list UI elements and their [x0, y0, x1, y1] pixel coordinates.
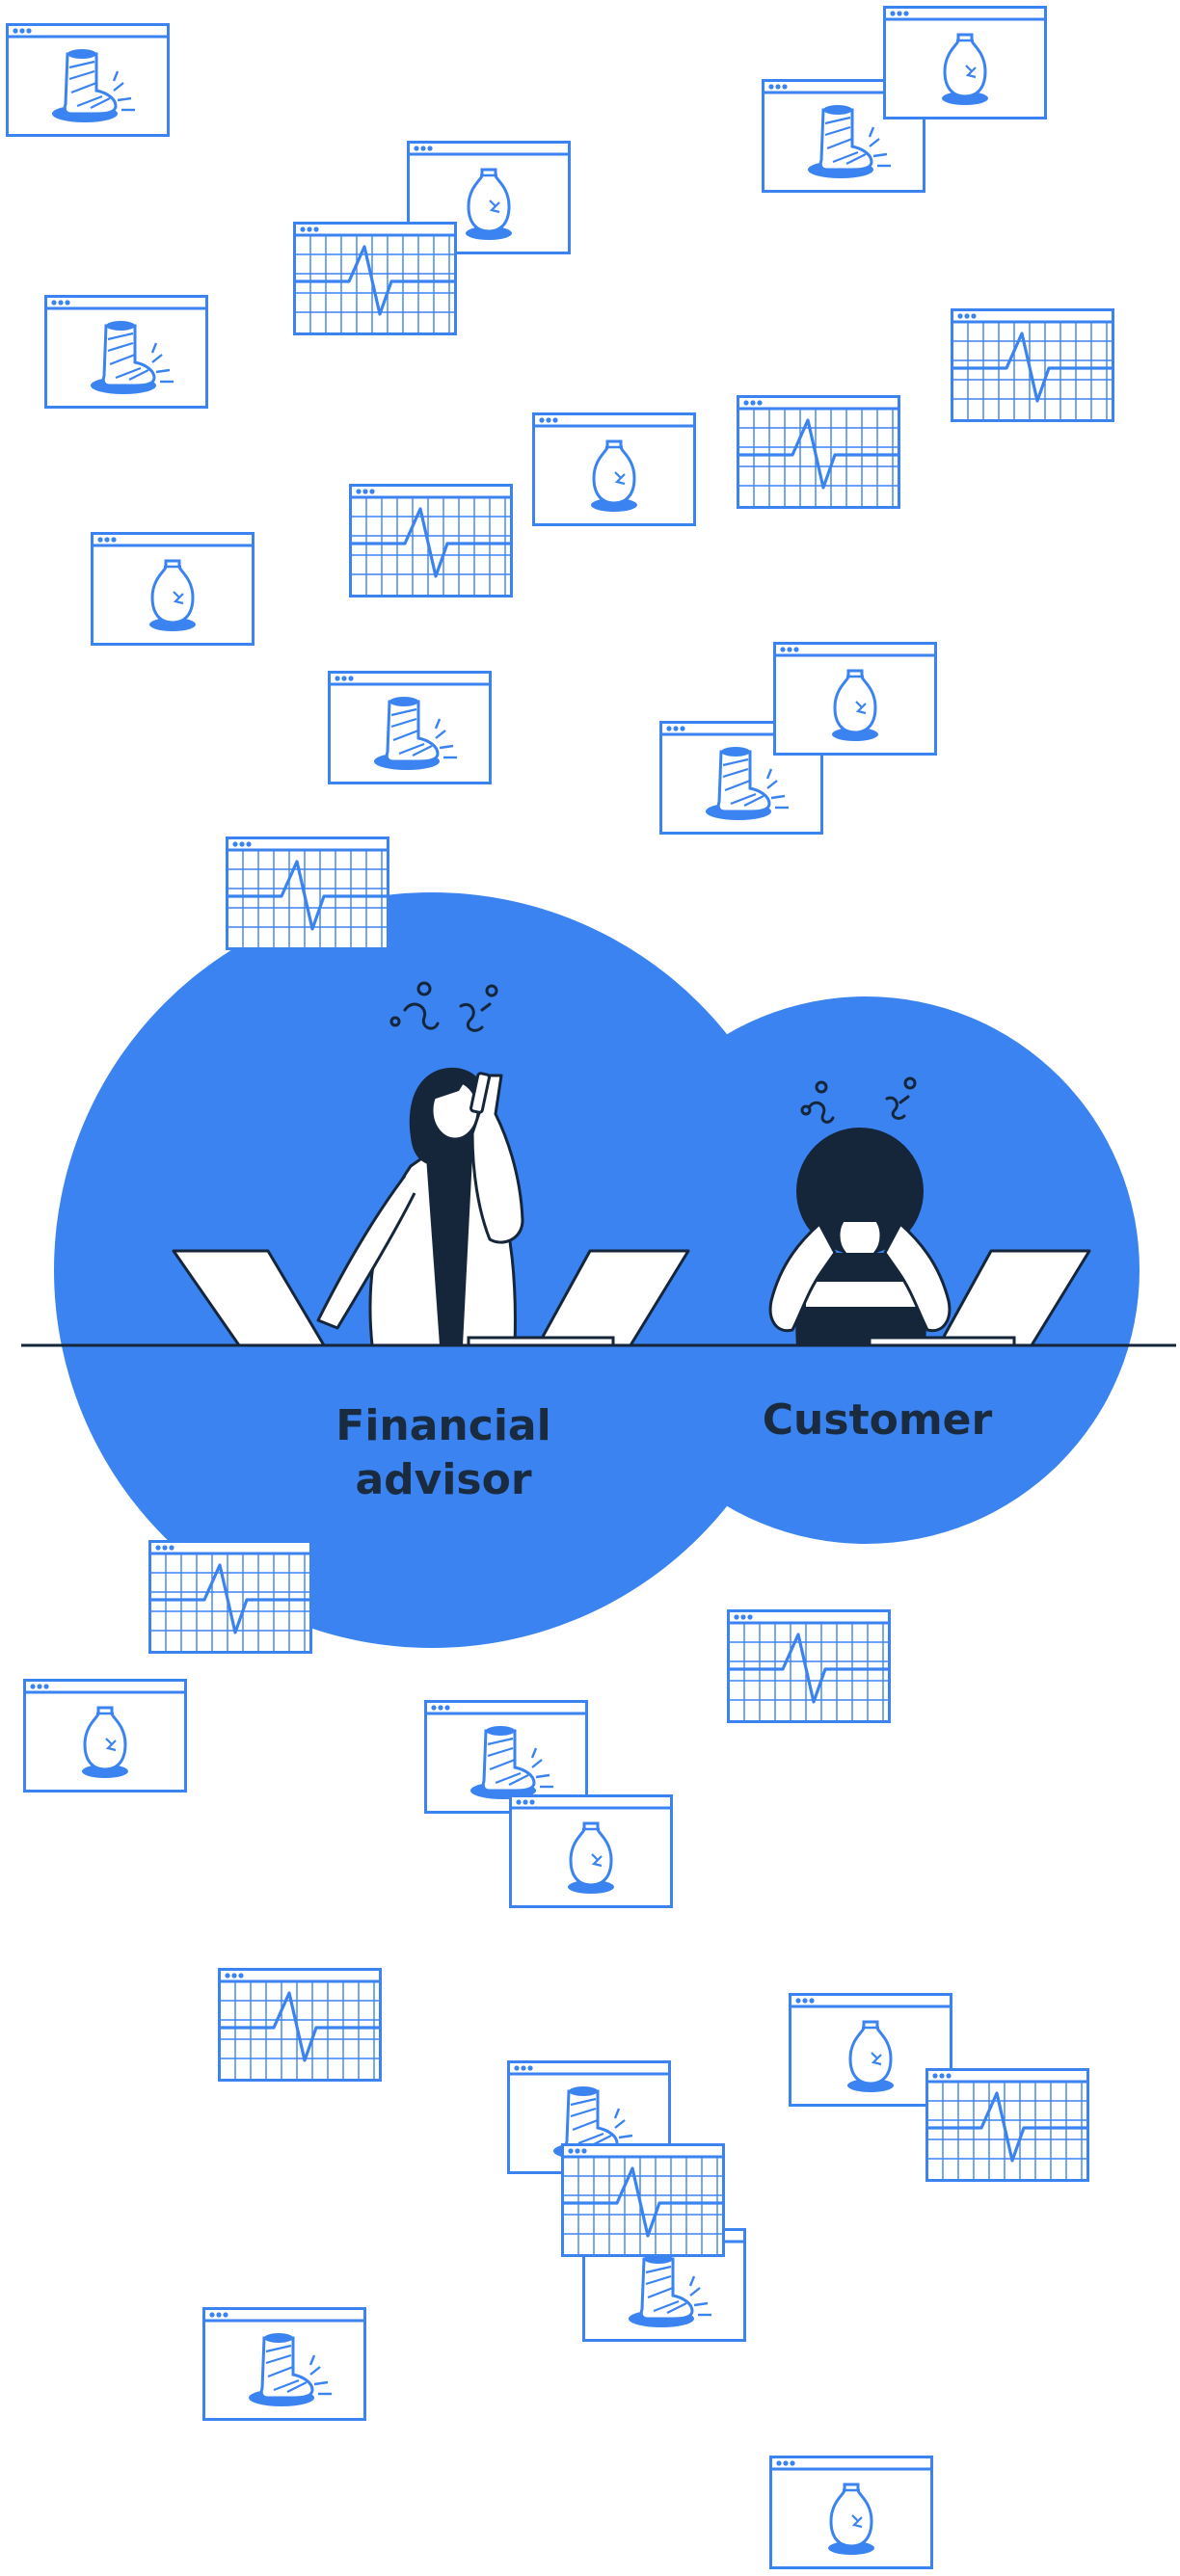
broken-leg-window-icon	[328, 671, 492, 784]
heartbeat-chart-window-icon	[293, 222, 457, 335]
heartbeat-chart-window-icon	[148, 1540, 312, 1654]
broken-leg-window-icon	[6, 23, 170, 137]
heartbeat-chart-window-icon	[349, 484, 513, 598]
customer-label: Customer	[762, 1395, 993, 1445]
heartbeat-chart-window-icon	[218, 1968, 382, 2082]
financial-advisor-label-line1: Financial	[335, 1401, 551, 1450]
broken-leg-window-icon	[202, 2307, 366, 2421]
financial-advisor-label: Financial advisor	[289, 1399, 598, 1507]
heartbeat-chart-window-icon	[925, 2068, 1089, 2182]
heartbeat-chart-window-icon	[561, 2143, 725, 2257]
scattered-windows-top	[6, 6, 1114, 835]
heartbeat-chart-window-icon	[737, 395, 900, 509]
vase-window-icon	[509, 1794, 673, 1908]
financial-advisor-label-line2: advisor	[355, 1455, 532, 1504]
vase-window-icon	[23, 1679, 187, 1793]
heartbeat-chart-window-icon	[951, 308, 1114, 422]
heartbeat-chart-window-icon	[727, 1609, 891, 1723]
heartbeat-chart-window-icon	[226, 837, 389, 950]
financial-advisor-figure	[172, 981, 690, 1347]
vase-window-icon	[773, 642, 937, 756]
stressed-customer-figure	[768, 1076, 1091, 1347]
vase-window-icon	[91, 532, 255, 646]
vase-window-icon	[769, 2456, 933, 2569]
scattered-windows-bottom	[23, 1540, 1089, 2569]
vase-window-icon	[532, 412, 696, 526]
broken-leg-window-icon	[44, 295, 208, 409]
vase-window-icon	[883, 6, 1047, 120]
